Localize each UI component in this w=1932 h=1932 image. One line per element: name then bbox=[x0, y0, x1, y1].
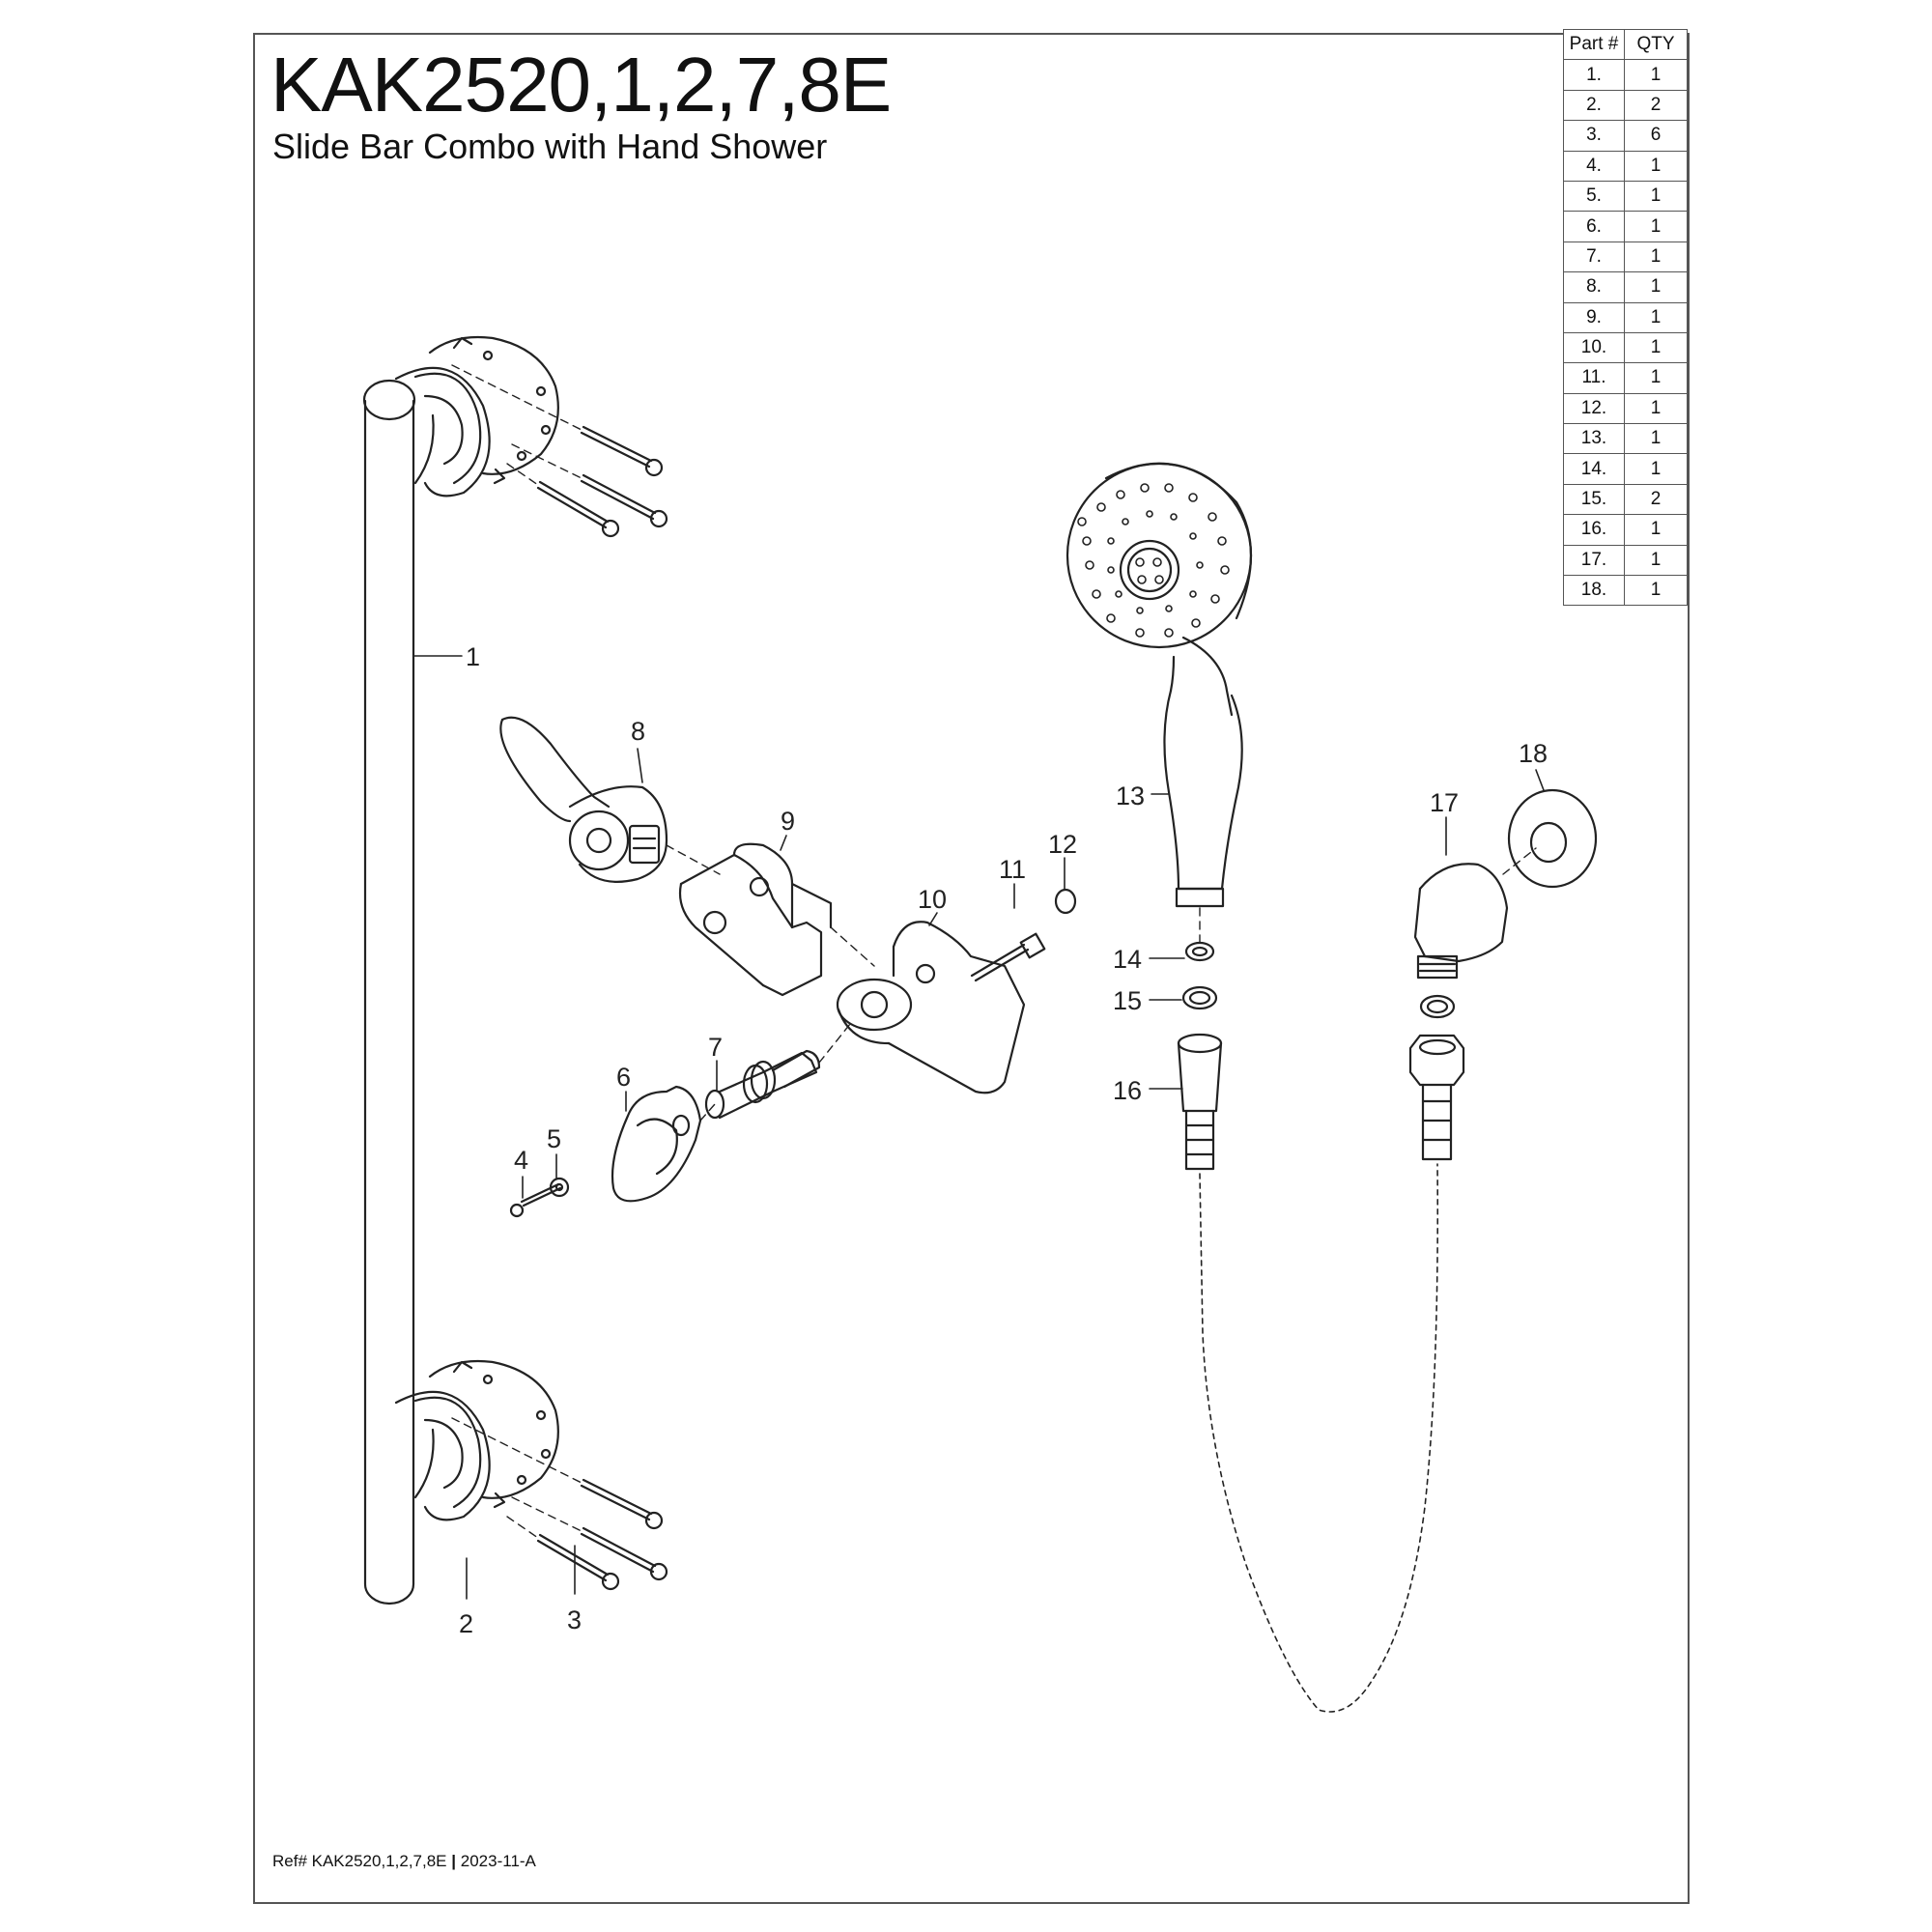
swivel-pin-part-7 bbox=[704, 1049, 821, 1120]
callout-13: 13 bbox=[1116, 781, 1145, 810]
parts-table-row: 6.1 bbox=[1563, 211, 1688, 242]
callout-9: 9 bbox=[781, 807, 795, 836]
callout-10: 10 bbox=[918, 885, 947, 914]
callout-8: 8 bbox=[631, 717, 645, 746]
lower-wall-bracket-part-2 bbox=[394, 1359, 559, 1521]
quantity-cell: 1 bbox=[1624, 423, 1688, 455]
quantity-cell: 1 bbox=[1624, 544, 1688, 577]
parts-table-row: 16.1 bbox=[1563, 514, 1688, 546]
callout-3: 3 bbox=[567, 1605, 582, 1634]
callout-17: 17 bbox=[1430, 788, 1459, 817]
quantity-cell: 1 bbox=[1624, 59, 1688, 91]
lever-knob-part-8 bbox=[499, 716, 668, 883]
callout-15: 15 bbox=[1113, 986, 1142, 1015]
callout-16: 16 bbox=[1113, 1076, 1142, 1105]
part-number-cell: 15. bbox=[1563, 483, 1625, 516]
drawing-reference: Ref# KAK2520,1,2,7,8E | 2023-11-A bbox=[272, 1851, 536, 1872]
part-number-cell: 5. bbox=[1563, 180, 1625, 213]
quantity-cell: 1 bbox=[1624, 271, 1688, 303]
callout-11: 11 bbox=[999, 855, 1026, 884]
parts-table-row: 7.1 bbox=[1563, 241, 1688, 273]
quantity-header: QTY bbox=[1624, 28, 1688, 61]
quantity-cell: 1 bbox=[1624, 575, 1688, 607]
shower-spray-holes bbox=[1077, 483, 1230, 638]
callout-labels: 1 2 3 4 5 6 7 8 9 10 11 12 13 14 15 16 1… bbox=[459, 642, 1548, 1638]
elbow-guide-lines bbox=[1199, 847, 1537, 943]
hand-shower-part-13 bbox=[1065, 462, 1253, 908]
callout-12: 12 bbox=[1048, 830, 1077, 859]
quantity-cell: 1 bbox=[1624, 362, 1688, 394]
wall-flange-part-18 bbox=[1507, 788, 1598, 889]
part-number-cell: 7. bbox=[1563, 241, 1625, 273]
upper-wall-bracket-part-2 bbox=[394, 335, 559, 497]
wall-elbow-part-17 bbox=[1413, 863, 1509, 980]
parts-table-row: 8.1 bbox=[1563, 271, 1688, 303]
part-number-cell: 6. bbox=[1563, 211, 1625, 242]
hand-shower-clip-part-6 bbox=[611, 1085, 702, 1203]
shower-holder-part-10 bbox=[836, 921, 1026, 1094]
parts-table-row: 4.1 bbox=[1563, 150, 1688, 182]
part-number-cell: 18. bbox=[1563, 575, 1625, 607]
reference-number: Ref# KAK2520,1,2,7,8E bbox=[272, 1852, 447, 1870]
parts-table-row: 5.1 bbox=[1563, 180, 1688, 213]
screw-part-4 bbox=[509, 1182, 562, 1218]
quantity-cell: 1 bbox=[1624, 453, 1688, 485]
seal-washer-part-15-right bbox=[1419, 994, 1456, 1019]
parts-table-row: 17.1 bbox=[1563, 544, 1688, 577]
callout-6: 6 bbox=[616, 1063, 631, 1092]
shower-hose bbox=[1199, 1163, 1439, 1713]
part-number-cell: 3. bbox=[1563, 120, 1625, 152]
parts-table-row: 12.1 bbox=[1563, 392, 1688, 425]
screw-part-11 bbox=[970, 932, 1046, 982]
quantity-cell: 2 bbox=[1624, 89, 1688, 122]
lower-screws-part-3 bbox=[536, 1478, 668, 1591]
callout-4: 4 bbox=[514, 1146, 528, 1175]
drawing-title: KAK2520,1,2,7,8E bbox=[270, 42, 892, 128]
quantity-cell: 2 bbox=[1624, 483, 1688, 516]
quantity-cell: 1 bbox=[1624, 331, 1688, 364]
callout-1: 1 bbox=[466, 642, 480, 671]
callout-leader-lines bbox=[412, 655, 1545, 1600]
upper-screws-part-3 bbox=[536, 425, 668, 538]
part-number-cell: 4. bbox=[1563, 150, 1625, 182]
parts-table-row: 2.2 bbox=[1563, 89, 1688, 122]
slider-body-part-9 bbox=[678, 842, 833, 997]
quantity-cell: 1 bbox=[1624, 392, 1688, 425]
parts-table-row: 18.1 bbox=[1563, 575, 1688, 607]
callout-2: 2 bbox=[459, 1609, 473, 1638]
reference-separator: | bbox=[451, 1852, 457, 1870]
part-number-cell: 13. bbox=[1563, 423, 1625, 455]
upper-screw-guide-lines bbox=[451, 364, 582, 486]
hose-connector-part-16 bbox=[1177, 1033, 1223, 1171]
parts-table-row: 11.1 bbox=[1563, 362, 1688, 394]
filter-washer-part-14 bbox=[1184, 941, 1215, 962]
drawing-border bbox=[253, 33, 1690, 1904]
parts-table-row: 14.1 bbox=[1563, 453, 1688, 485]
callout-14: 14 bbox=[1113, 945, 1142, 974]
part-number-cell: 17. bbox=[1563, 544, 1625, 577]
callout-7: 7 bbox=[708, 1033, 723, 1062]
quantity-cell: 1 bbox=[1624, 180, 1688, 213]
parts-table-row: 1.1 bbox=[1563, 59, 1688, 91]
cap-part-12 bbox=[1054, 888, 1077, 915]
seal-washer-part-15 bbox=[1181, 985, 1218, 1010]
callout-5: 5 bbox=[547, 1124, 561, 1153]
callout-18: 18 bbox=[1519, 739, 1548, 768]
slider-assembly-guide-lines bbox=[666, 844, 875, 1122]
slide-bar-part-1 bbox=[362, 379, 435, 1605]
lower-screw-guide-lines bbox=[451, 1417, 582, 1539]
revision-code: 2023-11-A bbox=[460, 1852, 536, 1870]
hose-nut-right bbox=[1408, 1034, 1465, 1161]
drawing-subtitle: Slide Bar Combo with Hand Shower bbox=[272, 127, 828, 166]
quantity-cell: 1 bbox=[1624, 211, 1688, 242]
parts-table-row: 15.2 bbox=[1563, 483, 1688, 516]
parts-table-row: 13.1 bbox=[1563, 423, 1688, 455]
part-number-cell: 11. bbox=[1563, 362, 1625, 394]
quantity-cell: 1 bbox=[1624, 241, 1688, 273]
quantity-cell: 1 bbox=[1624, 514, 1688, 546]
